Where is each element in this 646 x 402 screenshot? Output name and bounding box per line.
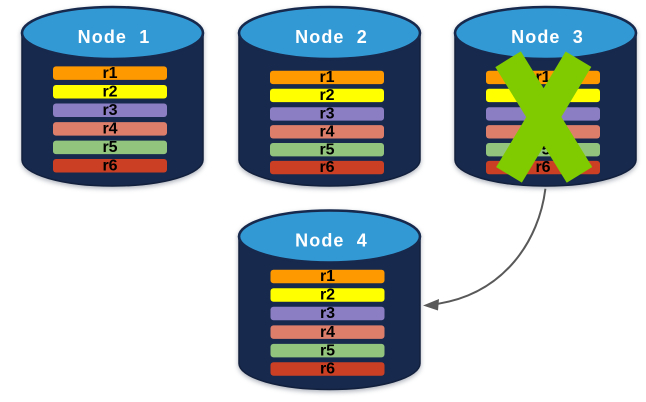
svg-text:Node 4: Node 4 [295,231,368,251]
svg-text:Node 2: Node 2 [295,27,368,47]
svg-text:Node 3: Node 3 [511,27,584,47]
svg-text:Node 1: Node 1 [78,27,151,47]
